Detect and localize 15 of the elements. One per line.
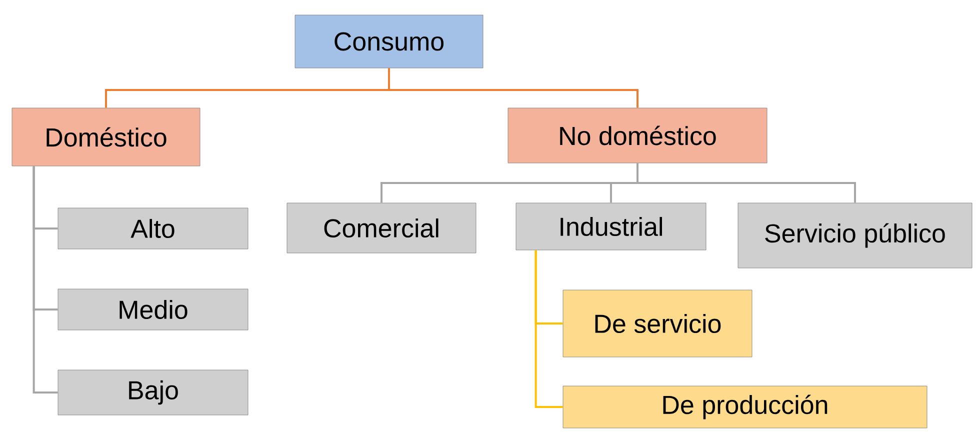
subcategory-box: Medio	[58, 288, 248, 330]
subcategory-box: Industrial	[516, 202, 706, 250]
subcategory-box: Comercial	[286, 202, 476, 254]
connector-line	[32, 166, 58, 394]
subcategory-box: De producción	[562, 386, 928, 428]
subcategory-box: De servicio	[562, 290, 752, 358]
subcategory-box: Alto	[58, 208, 248, 250]
root-box: Consumo	[294, 14, 484, 68]
category-box: Doméstico	[12, 108, 200, 166]
subcategory-box: Bajo	[58, 370, 248, 416]
connector-line	[388, 68, 638, 108]
connector-line	[636, 163, 856, 203]
connector-line	[534, 250, 563, 408]
category-box: No doméstico	[508, 108, 768, 164]
subcategory-box: Servicio público	[738, 202, 972, 268]
